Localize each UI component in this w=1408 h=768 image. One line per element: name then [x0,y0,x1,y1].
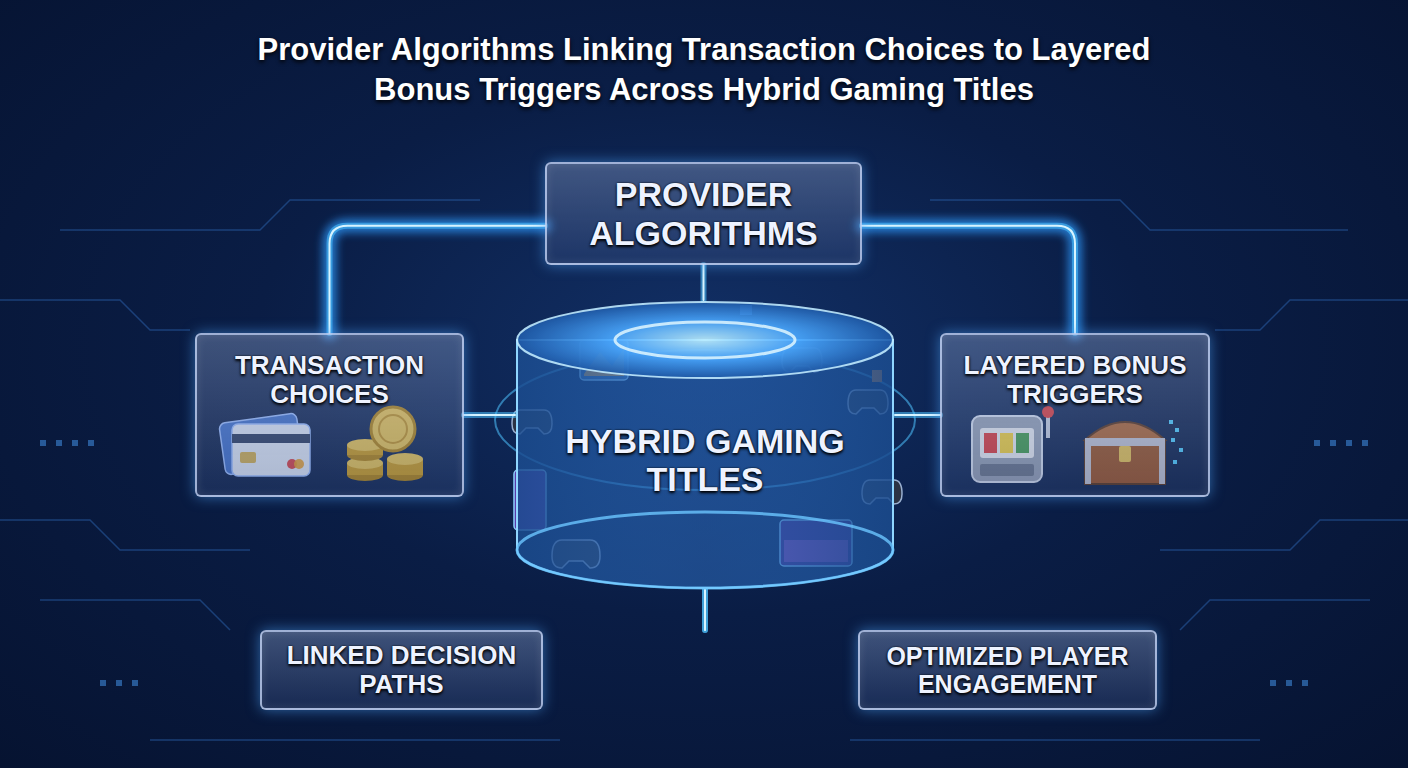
connector-stroke [895,408,940,422]
box-label: TRANSACTION CHOICES [209,351,450,409]
glowing-connector [330,226,546,333]
diagram-title: Provider Algorithms Linking Transaction … [234,30,1174,110]
connector-stroke [895,414,940,416]
glowing-connector [895,415,940,416]
glowing-connector [705,590,706,630]
connector-stroke [704,590,706,630]
glowing-connector [703,265,704,300]
connector-stroke [862,226,1075,333]
connector-stroke [701,265,707,300]
glowing-connector [464,415,515,416]
connector-stroke [702,590,708,630]
connector-stroke [862,226,1075,333]
glowing-connector [705,590,706,630]
connector-stroke [698,590,712,630]
glass-box: OPTIMIZED PLAYER ENGAGEMENT [858,630,1157,710]
connector-stroke [862,226,1075,333]
connector-stroke [464,412,515,418]
connector-stroke [330,226,546,333]
box-label: PROVIDER ALGORITHMS [559,175,848,251]
connector-stroke [330,226,546,333]
cylinder-node: HYBRID GAMING TITLES [515,300,895,590]
box-label: LAYERED BONUS TRIGGERS [954,351,1196,409]
box-label: OPTIMIZED PLAYER ENGAGEMENT [872,642,1143,698]
glass-box: LAYERED BONUS TRIGGERS [940,333,1210,497]
connector-stroke [464,414,515,416]
connector-stroke [704,590,706,630]
glass-box: TRANSACTION CHOICES [195,333,464,497]
connector-stroke [698,590,712,630]
glass-box: PROVIDER ALGORITHMS [545,162,862,265]
connector-stroke [703,265,705,300]
connector-stroke [697,265,711,300]
glowing-connector [862,226,1075,333]
connector-stroke [702,590,708,630]
connector-stroke [464,408,515,422]
cylinder-label: HYBRID GAMING TITLES [535,422,875,498]
connector-stroke [330,226,546,333]
box-label: LINKED DECISION PATHS [274,641,529,699]
connector-stroke [895,412,940,418]
glass-box: LINKED DECISION PATHS [260,630,543,710]
